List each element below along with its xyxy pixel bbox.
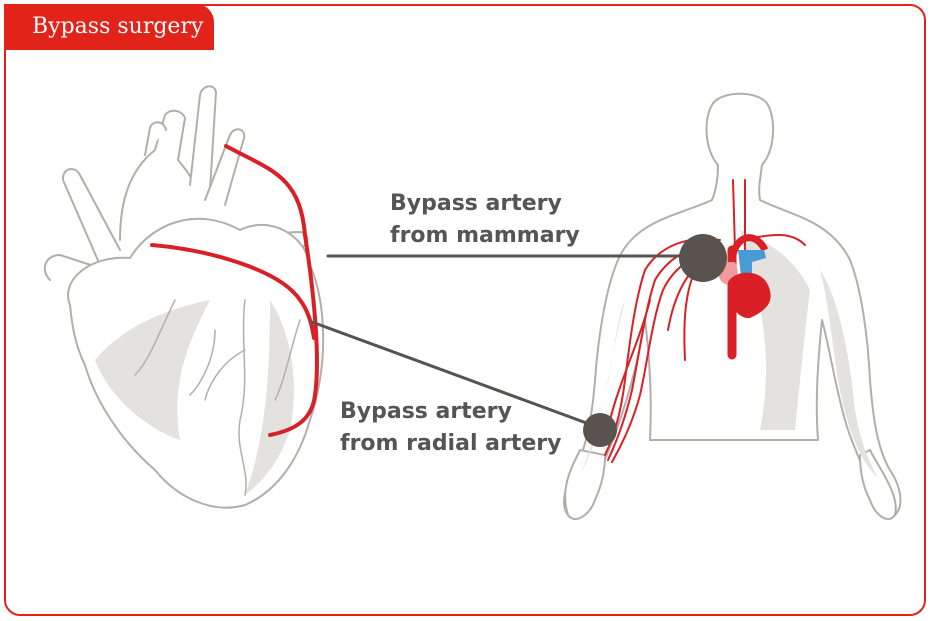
- vena-cava: [63, 169, 120, 265]
- radial-label-line1: Bypass artery: [340, 399, 512, 424]
- artery-branch-1: [190, 86, 216, 190]
- radial-marker: [583, 413, 617, 447]
- heart-illustration: [45, 86, 323, 507]
- mammary-label-line1: Bypass artery: [390, 191, 562, 216]
- mammary-marker: [679, 234, 727, 282]
- radial-label-line2: from radial artery: [340, 431, 561, 456]
- left-hand: [565, 450, 605, 519]
- mammary-label-line2: from mammary: [390, 223, 580, 248]
